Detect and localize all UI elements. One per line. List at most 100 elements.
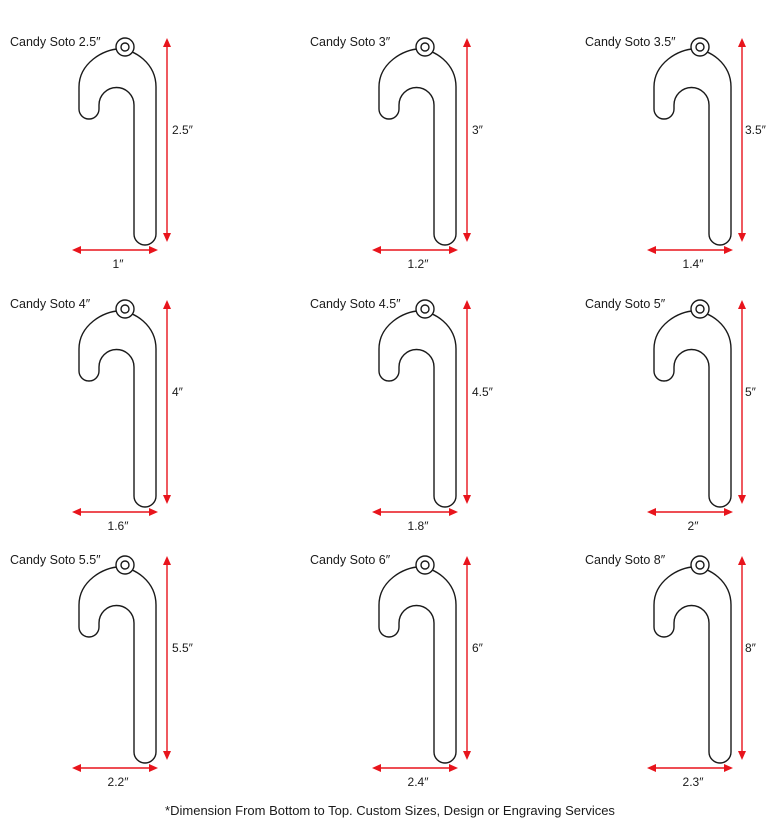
height-label: 2.5″ bbox=[172, 123, 193, 137]
arrow-up-icon bbox=[163, 300, 171, 309]
height-label: 5″ bbox=[745, 385, 756, 399]
height-label: 5.5″ bbox=[172, 641, 193, 655]
size-cell-4: Candy Soto 4″ 1.6″ 4″ bbox=[0, 297, 260, 562]
height-label: 4″ bbox=[172, 385, 183, 399]
candy-cane-figure bbox=[372, 37, 471, 254]
size-cell-3-5: Candy Soto 3.5″ 1.4″ 3.5″ bbox=[575, 35, 780, 300]
candy-cane-outline bbox=[653, 310, 732, 508]
width-label: 2″ bbox=[687, 519, 699, 533]
hanging-hole-icon bbox=[120, 304, 130, 314]
hanging-hole-icon bbox=[420, 42, 430, 52]
size-cell-2-5: Candy Soto 2.5″ 1″ 2.5″ bbox=[0, 35, 260, 300]
size-cell-5-5: Candy Soto 5.5″ 2.2″ 5.5″ bbox=[0, 553, 260, 818]
candy-cane-outline bbox=[653, 566, 732, 764]
arrow-left-icon bbox=[372, 246, 381, 254]
candy-cane-outline bbox=[78, 48, 157, 246]
arrow-right-icon bbox=[724, 246, 733, 254]
candy-cane-figure bbox=[72, 299, 171, 516]
width-label: 1″ bbox=[112, 257, 124, 271]
size-title: Candy Soto 3.5″ bbox=[585, 35, 676, 49]
arrow-up-icon bbox=[463, 300, 471, 309]
candy-cane-figure bbox=[72, 37, 171, 254]
candy-cane-figure bbox=[72, 555, 171, 772]
arrow-right-icon bbox=[449, 764, 458, 772]
size-cell-4-5: Candy Soto 4.5″ 1.8″ 4.5″ bbox=[300, 297, 560, 562]
candy-cane-figure bbox=[647, 37, 746, 254]
hanging-hole-icon bbox=[695, 304, 705, 314]
candy-cane-figure bbox=[647, 555, 746, 772]
arrow-up-icon bbox=[738, 556, 746, 565]
candy-cane-outline bbox=[378, 310, 457, 508]
arrow-right-icon bbox=[149, 508, 158, 516]
hanging-hole-icon bbox=[420, 560, 430, 570]
size-title: Candy Soto 2.5″ bbox=[10, 35, 101, 49]
arrow-down-icon bbox=[738, 233, 746, 242]
arrow-right-icon bbox=[449, 508, 458, 516]
arrow-left-icon bbox=[647, 764, 656, 772]
candy-cane-figure bbox=[647, 299, 746, 516]
arrow-right-icon bbox=[149, 764, 158, 772]
size-title: Candy Soto 3″ bbox=[310, 35, 391, 49]
hanging-hole-icon bbox=[695, 42, 705, 52]
arrow-right-icon bbox=[149, 246, 158, 254]
width-label: 1.4″ bbox=[682, 257, 704, 271]
height-label: 3″ bbox=[472, 123, 483, 137]
candy-cane-outline bbox=[378, 566, 457, 764]
arrow-up-icon bbox=[463, 556, 471, 565]
width-label: 2.2″ bbox=[107, 775, 129, 789]
candy-cane-figure bbox=[372, 555, 471, 772]
hanging-hole-icon bbox=[420, 304, 430, 314]
size-title: Candy Soto 4.5″ bbox=[310, 297, 401, 311]
height-label: 8″ bbox=[745, 641, 756, 655]
width-label: 1.8″ bbox=[407, 519, 429, 533]
arrow-down-icon bbox=[163, 495, 171, 504]
arrow-down-icon bbox=[163, 233, 171, 242]
arrow-down-icon bbox=[463, 495, 471, 504]
hanging-hole-icon bbox=[695, 560, 705, 570]
arrow-left-icon bbox=[72, 764, 81, 772]
size-title: Candy Soto 5″ bbox=[585, 297, 666, 311]
size-title: Candy Soto 5.5″ bbox=[10, 553, 101, 567]
hanging-hole-icon bbox=[120, 42, 130, 52]
arrow-down-icon bbox=[738, 751, 746, 760]
size-title: Candy Soto 8″ bbox=[585, 553, 666, 567]
arrow-up-icon bbox=[463, 38, 471, 47]
width-label: 2.4″ bbox=[407, 775, 429, 789]
arrow-up-icon bbox=[163, 38, 171, 47]
width-label: 1.2″ bbox=[407, 257, 429, 271]
arrow-up-icon bbox=[163, 556, 171, 565]
arrow-left-icon bbox=[647, 246, 656, 254]
arrow-left-icon bbox=[647, 508, 656, 516]
arrow-left-icon bbox=[72, 246, 81, 254]
width-label: 2.3″ bbox=[682, 775, 704, 789]
arrow-left-icon bbox=[72, 508, 81, 516]
size-title: Candy Soto 6″ bbox=[310, 553, 391, 567]
size-title: Candy Soto 4″ bbox=[10, 297, 91, 311]
arrow-up-icon bbox=[738, 38, 746, 47]
candy-cane-outline bbox=[78, 566, 157, 764]
height-label: 3.5″ bbox=[745, 123, 766, 137]
arrow-left-icon bbox=[372, 508, 381, 516]
arrow-right-icon bbox=[724, 764, 733, 772]
arrow-down-icon bbox=[463, 751, 471, 760]
size-cell-6: Candy Soto 6″ 2.4″ 6″ bbox=[300, 553, 560, 818]
size-cell-5: Candy Soto 5″ 2″ 5″ bbox=[575, 297, 780, 562]
candy-cane-outline bbox=[378, 48, 457, 246]
arrow-down-icon bbox=[163, 751, 171, 760]
size-cell-3: Candy Soto 3″ 1.2″ 3″ bbox=[300, 35, 560, 300]
size-cell-8: Candy Soto 8″ 2.3″ 8″ bbox=[575, 553, 780, 818]
arrow-right-icon bbox=[724, 508, 733, 516]
hanging-hole-icon bbox=[120, 560, 130, 570]
candy-cane-outline bbox=[78, 310, 157, 508]
arrow-down-icon bbox=[738, 495, 746, 504]
arrow-down-icon bbox=[463, 233, 471, 242]
footnote: *Dimension From Bottom to Top. Custom Si… bbox=[165, 803, 615, 818]
height-label: 6″ bbox=[472, 641, 483, 655]
arrow-left-icon bbox=[372, 764, 381, 772]
width-label: 1.6″ bbox=[107, 519, 129, 533]
height-label: 4.5″ bbox=[472, 385, 493, 399]
arrow-up-icon bbox=[738, 300, 746, 309]
candy-cane-figure bbox=[372, 299, 471, 516]
candy-cane-outline bbox=[653, 48, 732, 246]
